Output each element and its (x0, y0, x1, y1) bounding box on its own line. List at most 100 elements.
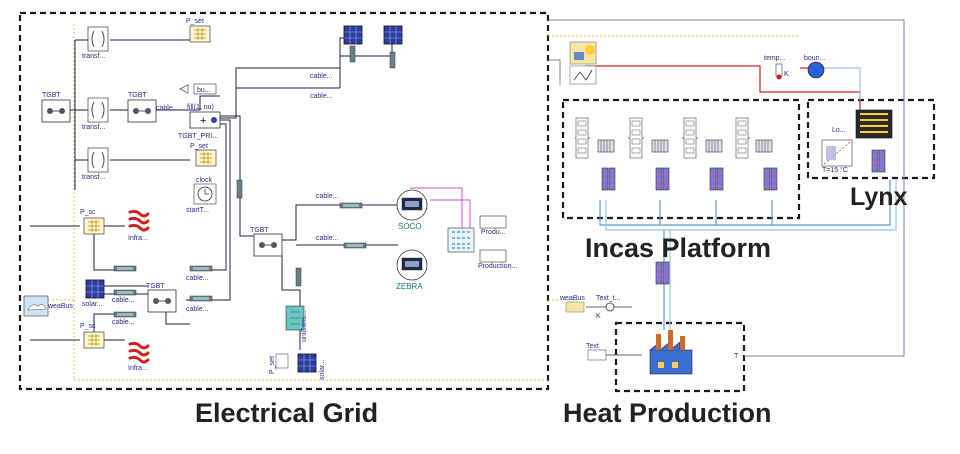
p-set-2-label: P_set (190, 143, 208, 150)
tgbt-third[interactable] (253, 233, 283, 257)
solar-panel-left[interactable] (85, 279, 105, 299)
cable-soco-label: cable... (316, 193, 339, 200)
tgbt-secondary[interactable] (127, 99, 157, 123)
transformer-3[interactable] (87, 147, 109, 173)
text-temperature-sensor[interactable] (586, 302, 632, 312)
solar-production-block[interactable] (479, 249, 507, 263)
tgbt-third-label: TGBT (250, 227, 269, 234)
lynx-storage[interactable] (855, 109, 893, 139)
cable-top-2[interactable] (389, 51, 396, 69)
p-sc-1[interactable] (83, 217, 105, 235)
transformer-3-label: transf... (82, 174, 105, 181)
solar-panel-top-1[interactable] (343, 25, 363, 45)
cable-top-label-2: cable... (310, 93, 333, 100)
p-set-bottom-label: P_set (269, 356, 276, 374)
clock-block[interactable] (193, 183, 217, 205)
transformer-2-label: transf... (82, 124, 105, 131)
k-label-top: K (784, 71, 789, 78)
k-label-heat: K (596, 313, 601, 320)
clock-label: clock (196, 177, 212, 184)
zebra-battery[interactable] (396, 249, 428, 281)
cable-left-2[interactable] (113, 289, 137, 296)
infra-2-label: Infra... (128, 365, 148, 372)
p-set-bottom[interactable] (275, 353, 289, 369)
cable-right-label-2: cable... (186, 306, 209, 313)
cable-soco[interactable] (339, 202, 363, 209)
zebra-label: ZEBRA (396, 282, 423, 291)
cable-top-label-1: cable... (310, 73, 333, 80)
start-label: startT... (186, 207, 209, 214)
p-set-2[interactable] (195, 149, 217, 167)
tgbt-left[interactable] (147, 289, 177, 313)
p-set-1-label: P_set (186, 18, 204, 25)
solar-left-label: solar... (82, 301, 103, 308)
lynx-temp-label: T=15 °C (822, 166, 848, 174)
solar-collector[interactable] (569, 41, 597, 65)
bu-block[interactable] (179, 83, 217, 95)
unicons-block[interactable] (285, 305, 305, 331)
soco-zebra-control-wires (410, 187, 471, 232)
transformer-1-label: transf... (82, 53, 105, 60)
cable-left-1[interactable] (113, 265, 137, 272)
weabus-heat-label: weaBus (559, 295, 585, 302)
cable-zebra-label: cable... (316, 235, 339, 242)
lynx-room[interactable] (821, 139, 853, 167)
cable-zebra[interactable] (343, 242, 367, 249)
incas-room-2[interactable] (629, 117, 670, 191)
incas-platform-region (561, 98, 801, 220)
transformer-1[interactable] (87, 26, 109, 52)
heat-network-wires (575, 65, 897, 330)
infra-1-label: Infra... (128, 235, 148, 242)
cable-top-1[interactable] (349, 45, 356, 63)
tgbt-left-label: TGBT (146, 283, 165, 290)
factory-icon[interactable] (649, 330, 693, 375)
sky-block[interactable] (569, 65, 597, 85)
incas-room-3[interactable] (683, 117, 724, 191)
produ-block[interactable] (479, 215, 507, 229)
solar-panel-bottom[interactable] (297, 353, 317, 373)
infra-heater-1[interactable] (128, 209, 150, 232)
cable-mid-vertical[interactable] (236, 179, 243, 199)
heat-production-region (614, 321, 746, 393)
produ-label: Produ... (481, 229, 506, 236)
boundary-source[interactable] (807, 61, 825, 79)
solar-panel-top-2[interactable] (383, 25, 403, 45)
text-label: Text (586, 343, 599, 350)
p-sc-2-label: P_sc (80, 323, 96, 330)
temp-label: temp... (764, 55, 785, 62)
electrical-grid-label: Electrical Grid (195, 398, 379, 428)
incas-room-1[interactable] (575, 117, 616, 191)
cable-left-3[interactable] (113, 311, 137, 318)
incas-platform-label: Incas Platform (585, 233, 772, 263)
transformer-2[interactable] (87, 97, 109, 123)
solar-bottom-label: solar... (319, 359, 326, 380)
cable-unicons[interactable] (295, 267, 302, 287)
weabus-block[interactable] (23, 295, 49, 317)
solar-production-label: Production... (478, 263, 517, 270)
cable-right-2[interactable] (189, 295, 213, 302)
weabus-heat-block[interactable] (565, 301, 585, 313)
incas-distribution-hx[interactable] (655, 261, 670, 285)
cable-left-label-3: cable... (112, 319, 135, 326)
infra-heater-2[interactable] (128, 341, 150, 364)
bu-label: bu... (197, 87, 211, 94)
p-set-1[interactable] (189, 25, 211, 43)
p-sc-1-label: P_sc (80, 209, 96, 216)
cable-right-1[interactable] (189, 265, 213, 272)
cable-left-label-2: cable... (112, 297, 135, 304)
p-sc-2[interactable] (83, 331, 105, 349)
cable-right-label-1: cable... (186, 275, 209, 282)
text-t-label: Text_t... (596, 295, 621, 302)
incas-room-4[interactable] (735, 117, 778, 191)
control-wires (548, 19, 905, 357)
controller-block[interactable] (447, 227, 475, 253)
text-block[interactable] (587, 349, 642, 361)
tgbt-main[interactable] (41, 99, 71, 123)
temperature-sensor[interactable] (775, 63, 783, 80)
soco-battery[interactable] (396, 189, 428, 221)
lynx-hx[interactable] (871, 149, 886, 173)
fill-block[interactable]: + (189, 111, 221, 129)
soco-label: SOCO (398, 222, 422, 231)
